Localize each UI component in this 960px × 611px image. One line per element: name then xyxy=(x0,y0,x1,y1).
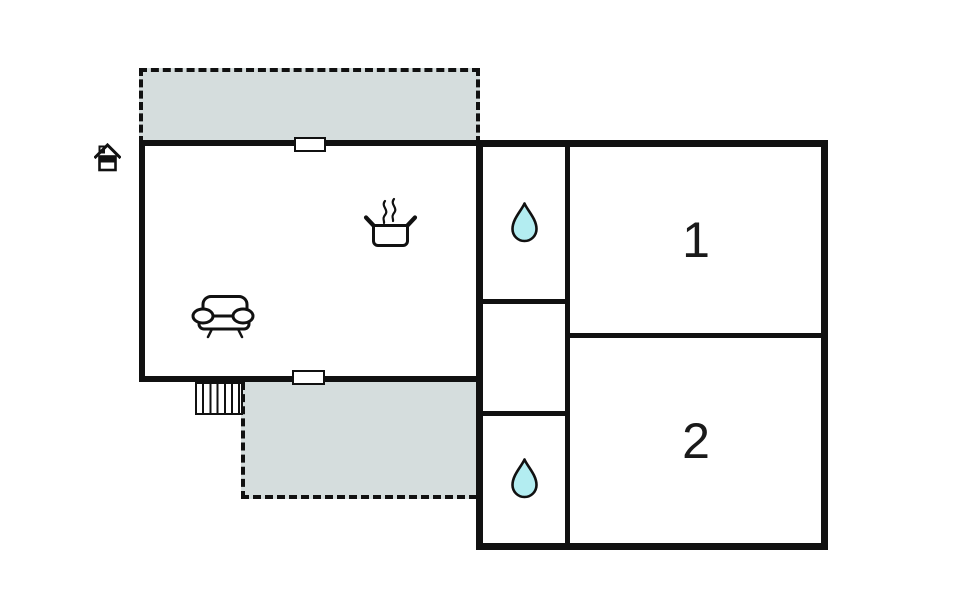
bathroom-2 xyxy=(483,416,565,543)
bottom-terrace-area xyxy=(241,382,477,499)
wall-hall-bathroom2 xyxy=(483,411,565,416)
bedroom-2: 2 xyxy=(571,338,821,543)
house-icon xyxy=(94,143,121,173)
sofa-icon xyxy=(190,292,256,339)
water-drop-icon xyxy=(510,201,538,242)
wall-bathroom1-hall xyxy=(483,299,565,304)
wall-hall-bedrooms xyxy=(565,147,570,543)
window-north xyxy=(294,137,326,152)
wall-bedroom1-bedroom2 xyxy=(570,333,821,338)
bathroom-1 xyxy=(483,147,565,299)
cooking-pot-icon xyxy=(362,196,419,254)
bedroom-1-label: 1 xyxy=(682,212,710,268)
bedroom-2-label: 2 xyxy=(682,412,710,469)
water-drop-icon xyxy=(510,458,538,499)
living-kitchen-room xyxy=(139,140,482,382)
stairs xyxy=(195,382,243,415)
window-south xyxy=(292,370,325,385)
bedroom-1: 1 xyxy=(571,147,821,333)
top-terrace-area xyxy=(139,68,480,144)
